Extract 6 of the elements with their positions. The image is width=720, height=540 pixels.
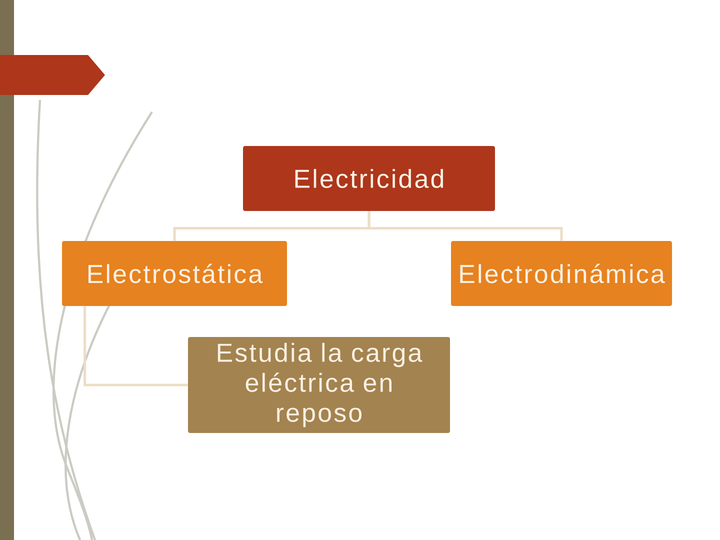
- concept-box: Electrodinámica: [451, 241, 672, 306]
- concept-box: Electricidad: [243, 146, 495, 211]
- connector-line: [368, 211, 563, 241]
- concept-box: Electrostática: [62, 241, 287, 306]
- connector-line: [84, 306, 188, 386]
- concept-box: Estudia la carga eléctrica en reposo: [188, 337, 450, 433]
